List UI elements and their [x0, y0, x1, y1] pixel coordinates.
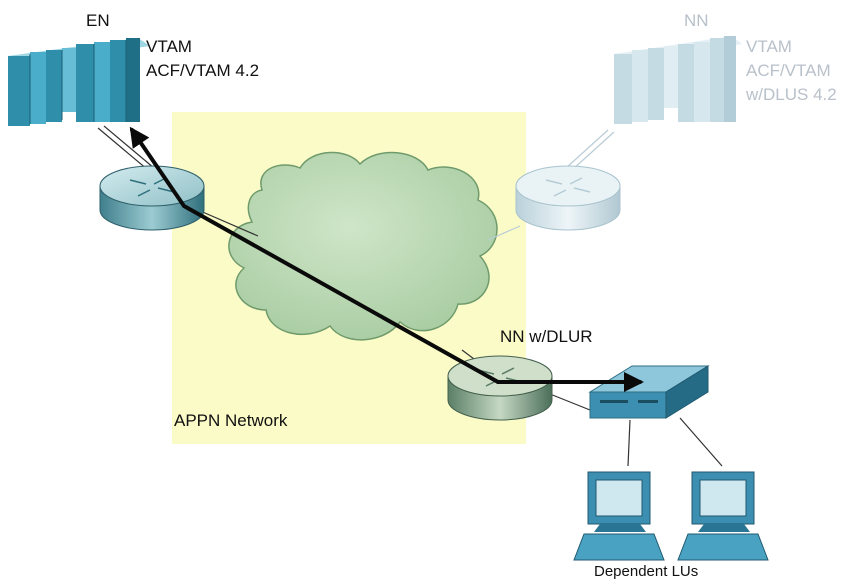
- nn-role-label: NN: [684, 11, 709, 30]
- nn-vtam-label: VTAM: [746, 37, 792, 56]
- nn-dlus-label: w/DLUS 4.2: [746, 85, 837, 104]
- en-acf-label: ACF/VTAM 4.2: [146, 61, 260, 80]
- mainframe-icon: [614, 36, 742, 124]
- en-role-label: EN: [86, 11, 110, 30]
- nn-acf-label: ACF/VTAM: [746, 61, 831, 80]
- mainframe-icon: [8, 38, 150, 126]
- controller-icon: [588, 365, 710, 419]
- network-label: APPN Network: [174, 411, 288, 430]
- dlur-label: NN w/DLUR: [500, 327, 593, 346]
- router-icon: [515, 165, 621, 231]
- dependent-lus-label: Dependent LUs: [594, 563, 699, 580]
- router-icon: [447, 355, 553, 421]
- en-vtam-label: VTAM: [146, 37, 192, 56]
- faded-links: [487, 129, 615, 241]
- terminal-icon: [677, 471, 769, 561]
- terminal-icon: [573, 471, 665, 561]
- session-path: [129, 126, 644, 392]
- cloud-icon: [228, 151, 498, 341]
- router-icon: [99, 165, 205, 231]
